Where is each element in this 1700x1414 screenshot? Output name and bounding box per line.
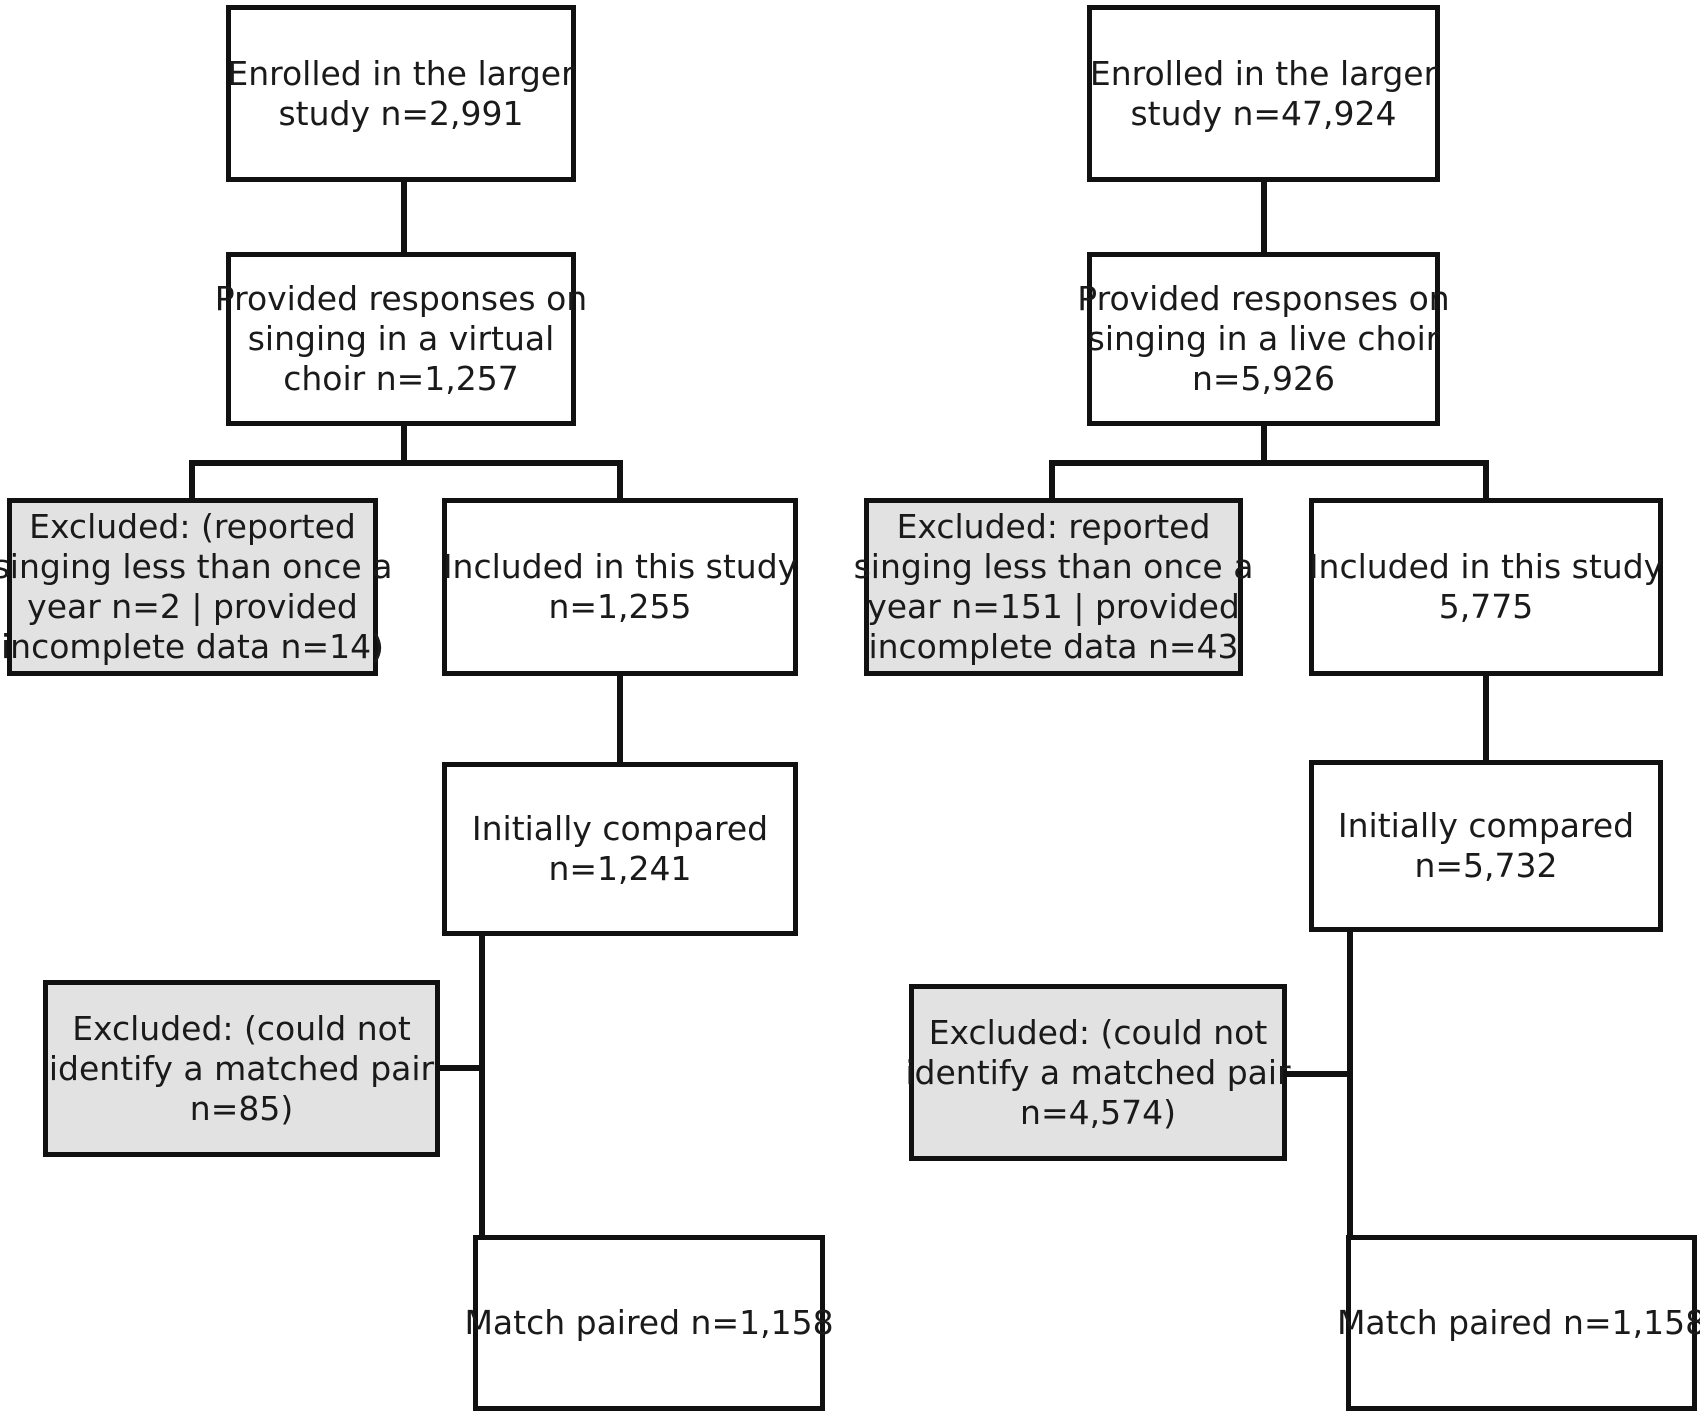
box-text-line: Initially compared [471,809,769,848]
box-text-line: Excluded: (reported [29,507,356,546]
box-text-line: singing less than once a [0,547,393,586]
box-text-line: n=5,732 [1414,846,1558,885]
right-compared-box: Initially compared n=5,732 [1309,760,1663,932]
left-compared-box: Initially compared n=1,241 [442,762,798,936]
left-matched-box: Match paired n=1,158 [464,1235,834,1411]
box-text-line: singing in a live choir [1087,319,1440,358]
right-included-box: Included in this study 5,775 [1309,498,1663,676]
box-text-line: n=1,255 [548,587,692,626]
box-text-line: Excluded: (could not [928,1012,1268,1052]
box-text-line: 5,775 [1438,587,1534,626]
box-text-line: Provided responses on [1077,279,1450,318]
box-text-line: Provided responses on [214,279,588,318]
box-text-line: year n=2 | provided [27,587,358,626]
left-responses-box: Provided responses on singing in a virtu… [215,252,587,426]
left-excluded-second-box: Excluded: (could not identify a matched … [43,980,440,1157]
left-included-box: Included in this study n=1,255 [442,498,798,676]
box-text-line: Match paired n=1,158 [1336,1303,1700,1342]
left-excluded-first-box: Excluded: (reported singing less than on… [0,498,392,676]
right-enrolled-box: Enrolled in the larger study n=47,924 [1087,5,1440,182]
box-text-line: Enrolled in the larger [1089,53,1438,93]
box-text-line: Match paired n=1,158 [464,1303,834,1342]
right-excluded-second-box: Excluded: (could not identify a matched … [905,984,1291,1161]
box-text-line: n=85) [189,1088,294,1128]
box-text-line: Included in this study [442,547,798,586]
connector-line [189,423,407,501]
box-text-line: Included in this study [1308,547,1664,586]
box-text-line: n=4,574) [1020,1092,1176,1132]
box-text-line: year n=151 | provided [867,587,1240,626]
box-text-line: study n=47,924 [1130,93,1397,133]
box-text-line: Excluded: reported [896,507,1211,546]
box-text-line: Enrolled in the larger [227,53,575,93]
box-text-line: singing less than once a [853,547,1254,586]
right-excluded-first-box: Excluded: reported singing less than onc… [854,498,1253,676]
box-text-line: study n=2,991 [278,93,524,133]
right-responses-box: Provided responses on singing in a live … [1077,252,1450,426]
box-text-line: identify a matched pair [48,1048,435,1088]
connector-line [1049,423,1267,501]
box-text-line: incomplete data n=43 [868,627,1239,666]
box-text-line: n=1,241 [548,849,692,888]
box-text-line: n=5,926 [1191,359,1336,398]
right-matched-box: Match paired n=1,158 [1337,1235,1700,1411]
box-text-line: choir n=1,257 [283,359,519,398]
left-enrolled-box: Enrolled in the larger study n=2,991 [226,5,576,182]
box-text-line: identify a matched pair [905,1052,1291,1092]
box-text-line: Initially compared [1337,806,1635,845]
box-text-line: incomplete data n=14) [1,627,384,666]
box-text-line: Excluded: (could not [72,1008,411,1048]
box-text-line: singing in a virtual [247,319,555,358]
